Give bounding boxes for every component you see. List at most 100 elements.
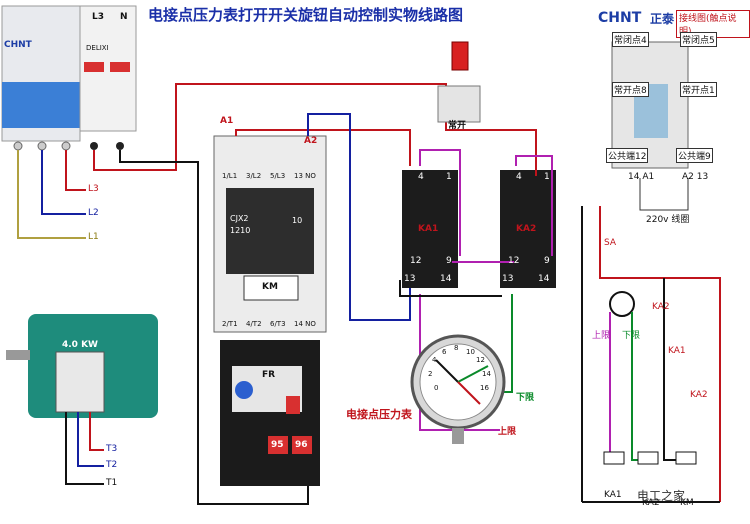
relay-ka1-body bbox=[402, 170, 458, 288]
gauge-upper-pointer bbox=[457, 381, 481, 405]
schem-coil-ka1 bbox=[603, 451, 625, 465]
ka1-t9: 9 bbox=[446, 256, 452, 266]
schem-bottom-km: KM bbox=[680, 498, 694, 508]
wire-t3 bbox=[89, 412, 104, 451]
wire-ka2-purple bbox=[515, 155, 553, 256]
ka2-t9: 9 bbox=[544, 256, 550, 266]
schem-ka1-mid: KA1 bbox=[668, 346, 686, 356]
ka2-name: KA2 bbox=[516, 224, 537, 234]
motor-t2: T2 bbox=[106, 460, 118, 470]
button-base bbox=[437, 85, 481, 123]
wire-t1 bbox=[65, 412, 104, 485]
chnt-brand: CHNT bbox=[598, 10, 642, 26]
ka1-t13: 13 bbox=[404, 274, 416, 284]
gauge-scale-2: 2 bbox=[428, 370, 433, 378]
schem-gauge-symbol bbox=[609, 291, 635, 317]
contactor-a1-label: A1 bbox=[220, 116, 234, 126]
ka1-t12: 12 bbox=[410, 256, 422, 266]
button-cap bbox=[451, 41, 469, 71]
contactor-t3-bottom: 6/T3 bbox=[270, 320, 286, 328]
contactor-t4-bottom: 14 NO bbox=[294, 320, 316, 328]
gauge-scale-14: 14 bbox=[482, 370, 491, 378]
schem-coil-ka2 bbox=[637, 451, 659, 465]
motor-t3: T3 bbox=[106, 444, 118, 454]
gauge-scale-8: 8 bbox=[454, 344, 459, 352]
chnt-com9: 公共端9 bbox=[676, 148, 713, 163]
gauge-scale-6: 6 bbox=[442, 348, 447, 356]
contactor-t1-top: 1/L1 bbox=[222, 172, 238, 180]
breaker-terminal-3 bbox=[61, 141, 71, 151]
wire-button-red bbox=[445, 120, 537, 176]
schem-ka2-bottom: KA2 bbox=[690, 390, 708, 400]
wire-ka1-purple bbox=[419, 149, 461, 256]
chnt-a2: A2 13 bbox=[682, 172, 709, 182]
wire-black-loop bbox=[399, 280, 502, 297]
schem-upper: 上限 bbox=[592, 331, 611, 341]
overload-reset bbox=[286, 396, 300, 414]
gauge-title: 电接点压力表 bbox=[346, 408, 412, 421]
chnt-coil: 220v 线圈 bbox=[646, 215, 690, 225]
breaker-terminal-1 bbox=[13, 141, 23, 151]
ka1-t14: 14 bbox=[440, 274, 452, 284]
contactor-window bbox=[243, 275, 299, 301]
schem-lower: 下限 bbox=[622, 331, 641, 341]
gauge-upper-label: 上限 bbox=[498, 427, 517, 437]
wire-control-black bbox=[119, 150, 309, 505]
fuse-terminal-1 bbox=[90, 142, 98, 150]
line-l1-label: L1 bbox=[88, 232, 99, 242]
chnt-no8: 常开点8 bbox=[612, 82, 649, 97]
gauge-scale-16: 16 bbox=[480, 384, 489, 392]
chnt-nc5: 常闭点5 bbox=[680, 32, 717, 47]
fuse-brand: DELIXI bbox=[86, 44, 109, 52]
wire-t2 bbox=[77, 412, 104, 467]
overload-body bbox=[220, 340, 320, 486]
ka1-t1: 1 bbox=[446, 172, 452, 182]
contactor-a2-label: A2 bbox=[304, 136, 318, 146]
gauge-scale-0: 0 bbox=[434, 384, 439, 392]
ka2-t4: 4 bbox=[516, 172, 522, 182]
breaker-terminal-2 bbox=[37, 141, 47, 151]
chnt-nc4: 常闭点4 bbox=[612, 32, 649, 47]
chnt-a1: 14 A1 bbox=[628, 172, 655, 182]
contactor-t3-top: 5/L3 bbox=[270, 172, 286, 180]
fuse-red-tag-1 bbox=[84, 62, 104, 72]
relay-ka2-body bbox=[500, 170, 556, 288]
overload-96-box bbox=[292, 436, 312, 454]
ka2-t14: 14 bbox=[538, 274, 550, 284]
contactor-model-sub: 1210 bbox=[230, 226, 251, 235]
breaker-label-l3: L3 bbox=[92, 12, 104, 22]
schem-bottom-ka2: KA2 bbox=[642, 498, 660, 508]
overload-95: 95 bbox=[271, 440, 284, 450]
overload-name: FR bbox=[262, 370, 276, 380]
contactor-num: 10 bbox=[292, 216, 303, 225]
overload-dial bbox=[235, 381, 253, 399]
line-l3-label: L3 bbox=[88, 184, 99, 194]
contactor-name: KM bbox=[262, 282, 278, 292]
gauge-lower-pointer bbox=[457, 365, 489, 383]
overload-96: 96 bbox=[295, 440, 308, 450]
ka2-t13: 13 bbox=[502, 274, 514, 284]
gauge-scale-4: 4 bbox=[432, 356, 437, 364]
chnt-no1: 常开点1 bbox=[680, 82, 717, 97]
contactor-t2-top: 3/L2 bbox=[246, 172, 262, 180]
fuse-red-tag-2 bbox=[110, 62, 130, 72]
line-l2-label: L2 bbox=[88, 208, 99, 218]
contactor-front bbox=[226, 188, 314, 274]
schem-bottom-ka1: KA1 bbox=[604, 490, 622, 500]
overload-95-box bbox=[268, 436, 288, 454]
wire-gauge-purple bbox=[419, 294, 500, 431]
motor-power: 4.0 KW bbox=[62, 340, 98, 350]
motor-shaft bbox=[6, 350, 30, 360]
schem-coil-km bbox=[675, 451, 697, 465]
contactor-t1-bottom: 2/T1 bbox=[222, 320, 238, 328]
breaker-label-n: N bbox=[120, 12, 128, 22]
gauge-stem bbox=[452, 428, 464, 444]
contactor-model: CJX2 bbox=[230, 214, 249, 223]
wire-l2 bbox=[41, 150, 86, 215]
chnt-coil-lead bbox=[639, 178, 689, 211]
ka1-t4: 4 bbox=[418, 172, 424, 182]
gauge-scale-10: 10 bbox=[466, 348, 475, 356]
chnt-brand-cn: 正泰 bbox=[650, 12, 675, 26]
